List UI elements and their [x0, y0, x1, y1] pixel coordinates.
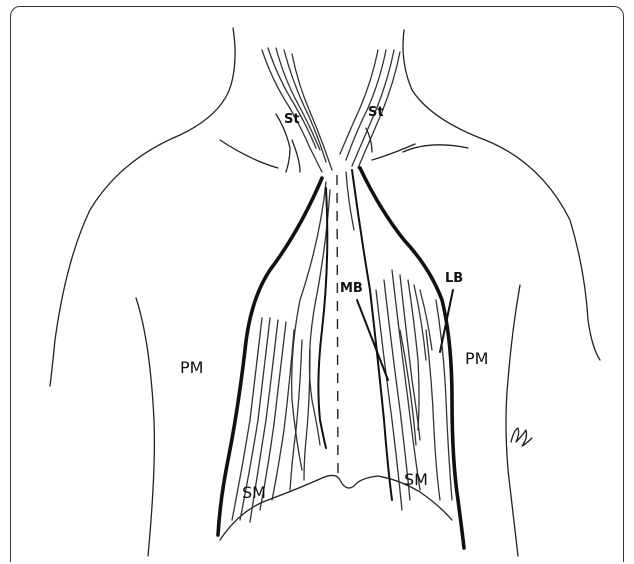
- label-lb: LB: [445, 271, 463, 286]
- sternocleidomastoid-left: [262, 48, 332, 172]
- right-sternalis-muscle: [346, 168, 464, 548]
- label-st-left: St: [284, 112, 300, 127]
- label-mb: MB: [340, 281, 363, 296]
- label-sm-left: SM: [242, 483, 266, 502]
- label-pm-right: PM: [465, 349, 488, 368]
- signature-mark: [511, 428, 532, 446]
- midline-dashes: [337, 175, 338, 480]
- label-pm-left: PM: [180, 358, 203, 377]
- label-st-right: St: [368, 105, 384, 120]
- label-sm-right: SM: [404, 470, 428, 489]
